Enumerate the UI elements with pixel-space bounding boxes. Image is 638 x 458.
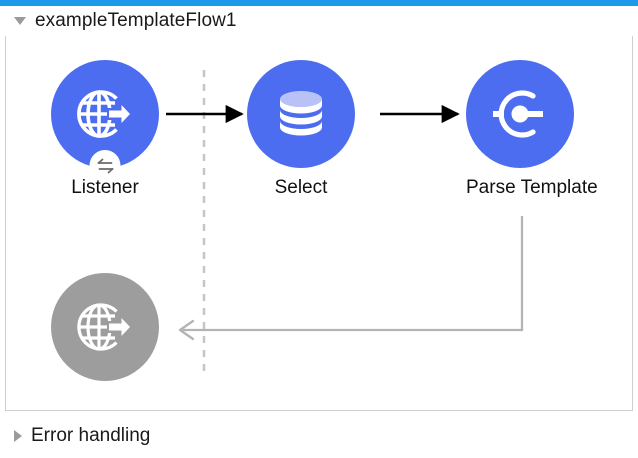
node-listener-response-circle[interactable]	[51, 273, 159, 381]
node-parse-template[interactable]: Parse Template	[466, 60, 598, 199]
exchange-arrows-icon	[89, 150, 121, 181]
triangle-down-icon[interactable]	[14, 17, 26, 25]
node-listener-circle[interactable]	[51, 60, 159, 181]
connector-return-path	[181, 216, 524, 332]
flow-canvas[interactable]: Listener Select	[5, 36, 633, 411]
error-handling-label: Error handling	[31, 425, 151, 446]
node-select[interactable]: Select	[247, 60, 355, 199]
globe-arrow-icon	[77, 90, 132, 138]
window-accent-bar	[0, 0, 638, 6]
node-listener[interactable]: Listener	[51, 60, 159, 199]
triangle-right-icon[interactable]	[14, 430, 22, 442]
node-listener-label: Listener	[71, 177, 139, 198]
parse-template-icon	[493, 90, 543, 138]
flow-header[interactable]: exampleTemplateFlow1	[0, 6, 638, 36]
return-path-arrowhead-icon	[178, 319, 195, 341]
node-parse-template-circle[interactable]	[466, 60, 574, 168]
database-icon	[280, 91, 322, 136]
flow-title: exampleTemplateFlow1	[35, 10, 237, 31]
node-select-label: Select	[274, 177, 328, 198]
error-handling-section[interactable]: Error handling	[0, 418, 638, 454]
node-parse-template-label: Parse Template	[466, 177, 598, 198]
node-select-circle[interactable]	[247, 60, 355, 168]
node-listener-response[interactable]	[51, 273, 159, 390]
connector-layer	[166, 70, 524, 371]
globe-arrow-icon	[77, 303, 132, 351]
